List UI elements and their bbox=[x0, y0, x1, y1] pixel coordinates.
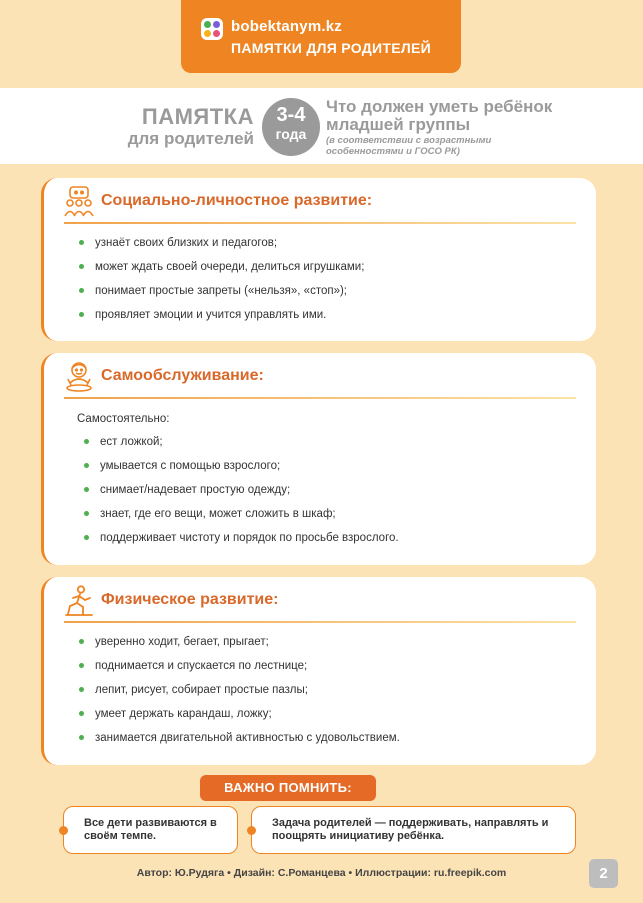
note-bullet-icon bbox=[59, 826, 68, 835]
section-intro: Самостоятельно: bbox=[77, 413, 170, 425]
list-item: ест ложкой; bbox=[82, 435, 399, 459]
for-parents-label: для родителей bbox=[127, 129, 254, 148]
section-social-card: Социально-личностное развитие: узнаёт св… bbox=[41, 178, 596, 341]
section-title: Самообслуживание: bbox=[101, 367, 264, 384]
list-item: лепит, рисует, собирает простые пазлы; bbox=[77, 683, 400, 707]
age-number: 3-4 bbox=[276, 104, 306, 126]
section-title: Социально-личностное развитие: bbox=[101, 192, 373, 209]
page-title-note: (в соответствии с возрастными особенност… bbox=[326, 135, 492, 157]
important-note-pace: Все дети развиваются в своём темпе. bbox=[59, 806, 238, 854]
note-text: Задача родителей — поддерживать, направл… bbox=[272, 817, 549, 842]
age-badge: 3-4 года bbox=[262, 98, 320, 156]
footer-credits: Автор: Ю.Рудяга • Дизайн: С.Романцева • … bbox=[136, 867, 507, 879]
title-band: ПАМЯТКА для родителей 3-4 года Что долже… bbox=[0, 88, 643, 164]
header-subtitle: ПАМЯТКИ ДЛЯ РОДИТЕЛЕЙ bbox=[231, 40, 432, 56]
child-eating-icon bbox=[66, 362, 92, 392]
list-item: снимает/надевает простую одежду; bbox=[82, 483, 399, 507]
list-item: умывается с помощью взрослого; bbox=[82, 459, 399, 483]
age-unit: года bbox=[275, 126, 307, 142]
important-note-parents-role: Задача родителей — поддерживать, направл… bbox=[247, 806, 576, 854]
page-title: Что должен уметь ребёнок младшей группы bbox=[326, 97, 553, 134]
section-list: уверенно ходит, бегает, прыгает; поднима… bbox=[77, 635, 400, 755]
section-divider bbox=[64, 621, 576, 623]
section-divider bbox=[64, 222, 576, 224]
list-item: знает, где его вещи, может сложить в шка… bbox=[82, 507, 399, 531]
list-item: занимается двигательной активностью с уд… bbox=[77, 731, 400, 755]
people-group-icon bbox=[64, 186, 94, 217]
memo-label: ПАМЯТКА для родителей bbox=[127, 104, 254, 148]
running-child-icon bbox=[65, 585, 93, 616]
list-item: поддерживает чистоту и порядок по просьб… bbox=[82, 531, 399, 555]
list-item: проявляет эмоции и учится управлять ими. bbox=[77, 308, 364, 332]
section-self-care-card: Самообслуживание: Самостоятельно: ест ло… bbox=[41, 353, 596, 565]
section-list: ест ложкой; умывается с помощью взрослог… bbox=[82, 435, 399, 555]
list-item: узнаёт своих близких и педагогов; bbox=[77, 236, 364, 260]
section-title: Физическое развитие: bbox=[101, 591, 279, 608]
list-item: уверенно ходит, бегает, прыгает; bbox=[77, 635, 400, 659]
page-number: 2 bbox=[589, 859, 618, 888]
list-item: умеет держать карандаш, ложку; bbox=[77, 707, 400, 731]
note-bullet-icon bbox=[247, 826, 256, 835]
site-name: bobektanym.kz bbox=[231, 18, 342, 35]
note-text: Все дети развиваются в своём темпе. bbox=[84, 817, 217, 842]
site-logo-icon bbox=[201, 18, 223, 40]
memo-word: ПАМЯТКА bbox=[141, 104, 254, 129]
important-badge: ВАЖНО ПОМНИТЬ: bbox=[200, 775, 376, 801]
section-list: узнаёт своих близких и педагогов; может … bbox=[77, 236, 364, 332]
list-item: понимает простые запреты («нельзя», «сто… bbox=[77, 284, 364, 308]
list-item: может ждать своей очереди, делиться игру… bbox=[77, 260, 364, 284]
header-tab: bobektanym.kz ПАМЯТКИ ДЛЯ РОДИТЕЛЕЙ bbox=[181, 0, 461, 73]
list-item: поднимается и спускается по лестнице; bbox=[77, 659, 400, 683]
section-physical-card: Физическое развитие: уверенно ходит, бег… bbox=[41, 577, 596, 765]
section-divider bbox=[64, 397, 576, 399]
